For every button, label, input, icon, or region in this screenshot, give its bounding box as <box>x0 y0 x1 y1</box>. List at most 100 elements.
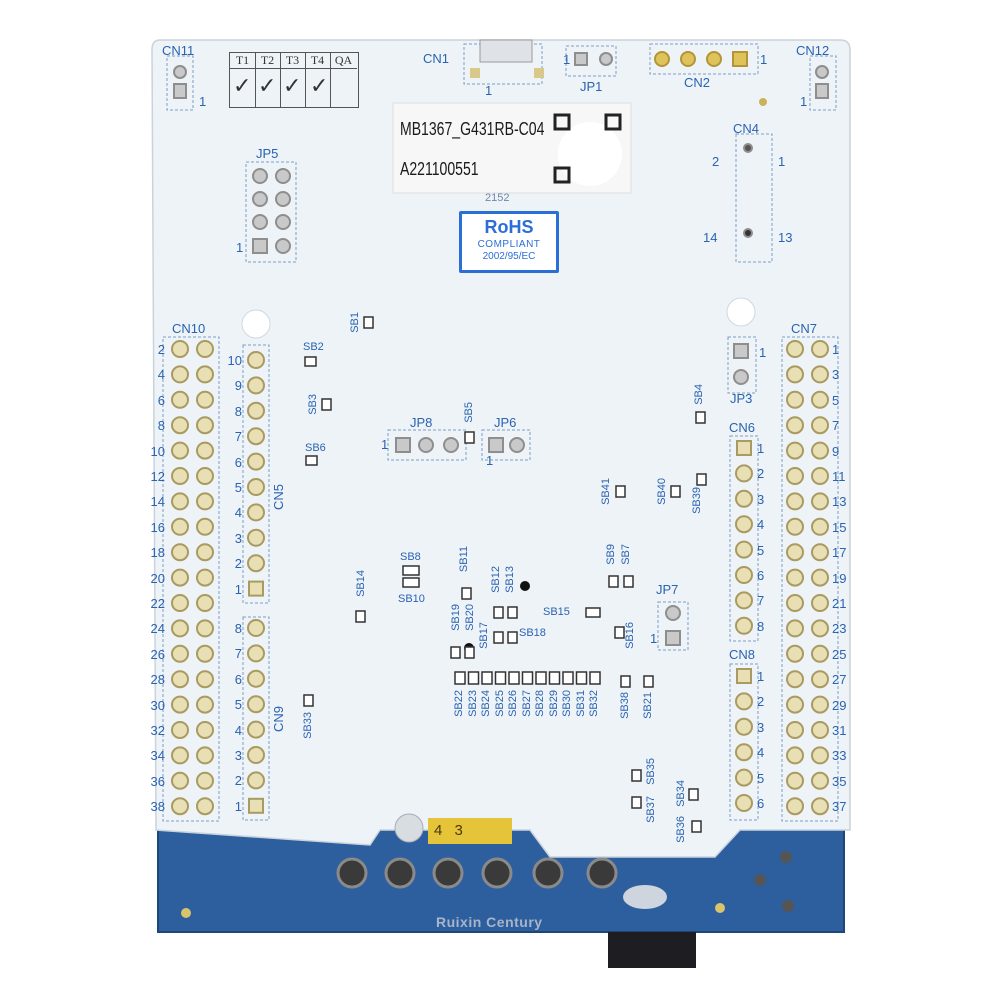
pin-number: 17 <box>832 545 847 561</box>
pin-number: 2 <box>757 466 765 482</box>
header-pin <box>735 540 753 559</box>
pin-number: 8 <box>234 403 242 419</box>
header-pin <box>171 517 189 536</box>
sb8-label: SB8 <box>400 551 421 563</box>
mount-hole <box>726 297 756 327</box>
header-pin <box>247 619 265 637</box>
header-pin <box>786 594 804 612</box>
pin-number: 14 <box>150 494 165 510</box>
sb27-label: SB27 <box>520 690 533 717</box>
mount-hole <box>394 813 424 843</box>
jp5-label: JP5 <box>256 146 279 161</box>
pin-number: 16 <box>150 519 165 535</box>
pin-number: 10 <box>227 353 242 368</box>
header-pin <box>811 441 829 460</box>
qa-header-qa: QA <box>330 53 357 69</box>
sb30-label: SB30 <box>561 690 573 717</box>
header-pin <box>811 340 829 358</box>
pin-number: 35 <box>832 773 847 789</box>
pin-number: 27 <box>832 672 847 688</box>
header-pin <box>247 376 265 395</box>
sb6-label: SB6 <box>305 442 326 454</box>
jp1-pin1: 1 <box>563 52 571 67</box>
sb1-label: SB1 <box>349 312 361 333</box>
model-sticker-text: MB1367_G431RB-C04 <box>400 119 545 139</box>
sb2-label: SB2 <box>303 341 324 353</box>
header-pin <box>247 351 265 369</box>
header-pin <box>171 619 189 638</box>
sb13-label: SB13 <box>504 566 516 593</box>
sb-pad <box>454 671 466 685</box>
header-pin <box>196 390 214 409</box>
pin-number: 6 <box>234 454 242 470</box>
header-pin <box>171 594 189 612</box>
sb5-label: SB5 <box>463 402 475 423</box>
header-pin <box>735 591 753 610</box>
header-pin <box>811 670 829 689</box>
pin-number: 22 <box>150 596 165 611</box>
pin-number: 13 <box>832 494 847 510</box>
header-pin <box>171 721 189 739</box>
header-pin <box>247 746 265 764</box>
header-pin <box>811 797 829 816</box>
qa-header-t4: T4 <box>305 53 330 69</box>
header-pin <box>247 427 265 446</box>
sb14-label: SB14 <box>355 570 367 597</box>
sb35-label: SB35 <box>645 758 657 785</box>
qa-header-t3: T3 <box>280 53 305 69</box>
header-pin <box>196 543 214 562</box>
mount-hole <box>241 309 271 339</box>
qa-header-t2: T2 <box>255 53 280 69</box>
qa-header-t1: T1 <box>230 53 255 69</box>
sb17-label: SB17 <box>478 622 490 649</box>
pin-number: 6 <box>234 671 242 687</box>
rohs-line3: 2002/95/EC <box>482 251 536 262</box>
pin-number: 10 <box>150 443 165 459</box>
header-pin <box>786 721 804 739</box>
pin-number: 25 <box>832 646 847 662</box>
sb39-label: SB39 <box>691 487 703 514</box>
header-pin <box>196 441 214 460</box>
sb28-label: SB28 <box>534 690 546 717</box>
header-pin <box>196 365 214 384</box>
header-pin <box>786 492 804 511</box>
sb16-label: SB16 <box>624 622 636 649</box>
sb-pad <box>508 671 520 685</box>
header-pin <box>811 619 829 638</box>
pin-number: 8 <box>157 418 165 434</box>
pin-number: 28 <box>150 672 165 688</box>
sb-pad <box>467 671 480 685</box>
sb33-label: SB33 <box>302 712 314 739</box>
pin-number: 3 <box>757 719 765 735</box>
header-pin <box>735 692 753 711</box>
header-pin <box>811 594 829 612</box>
sb18-label: SB18 <box>519 627 546 639</box>
header-pin <box>171 746 189 765</box>
header-pin <box>196 771 214 790</box>
header-pin <box>811 568 829 587</box>
header-pin <box>171 492 189 511</box>
pin-number: 5 <box>757 770 765 786</box>
header-pin <box>735 794 753 812</box>
sb32-label: SB32 <box>588 690 600 717</box>
pin-number: 6 <box>157 392 165 408</box>
jp1-label: JP1 <box>580 79 603 94</box>
sb24-label: SB24 <box>480 690 492 717</box>
header-pin <box>735 489 753 508</box>
header-pin <box>786 416 804 435</box>
cn4-pin1: 1 <box>778 154 786 169</box>
jp5-pin1: 1 <box>236 240 244 255</box>
pin-number: 9 <box>832 443 840 459</box>
header-pin <box>786 644 804 663</box>
cn4-pin14: 14 <box>703 230 718 245</box>
header-pin <box>171 771 189 790</box>
header-pin <box>811 644 829 663</box>
pin-number: 18 <box>150 545 165 561</box>
header-pin <box>735 768 753 787</box>
pin-number: 5 <box>832 392 840 408</box>
header-pin <box>786 568 804 587</box>
header-pin <box>196 568 214 587</box>
sd-card-slot <box>608 932 696 968</box>
header-pin <box>196 619 214 638</box>
cn9-label: CN9 <box>271 706 286 733</box>
